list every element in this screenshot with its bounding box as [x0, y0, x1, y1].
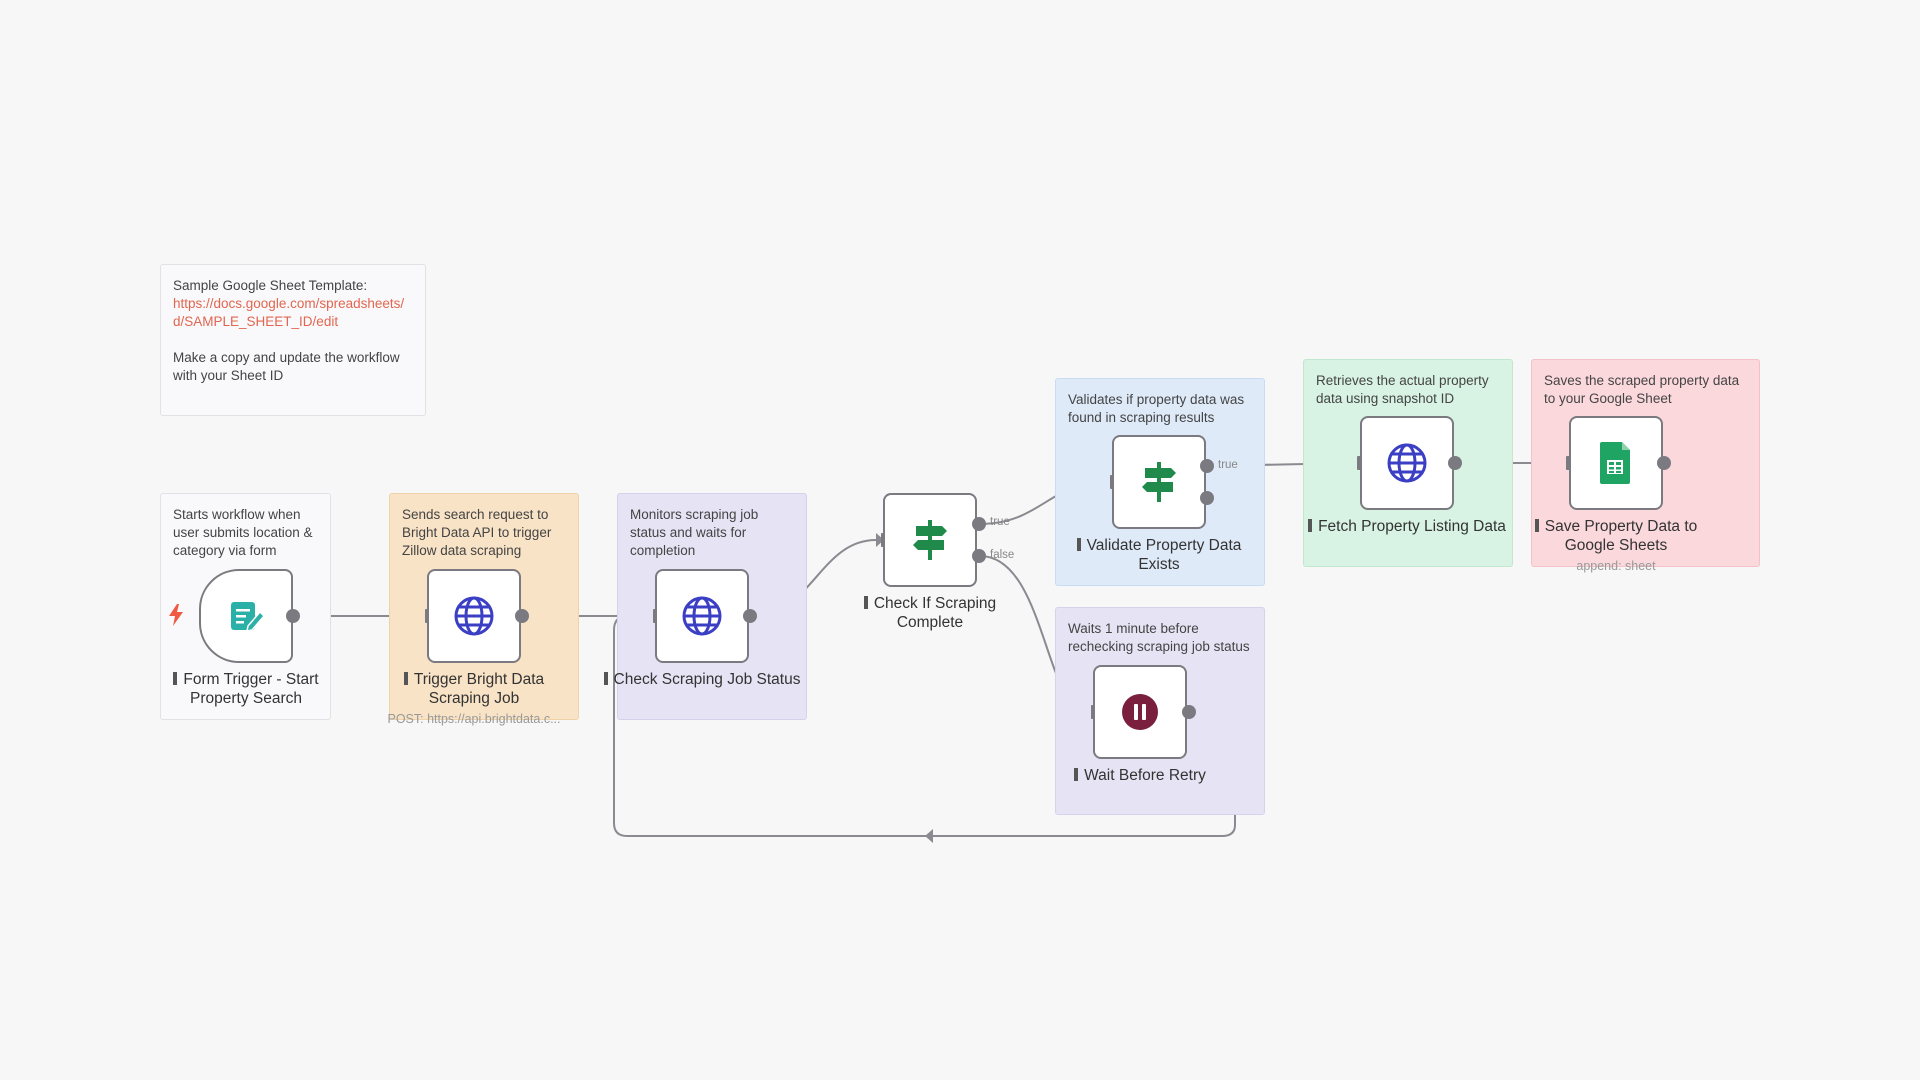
output-port-check-status[interactable] [743, 609, 757, 623]
node-trigger-bright-data[interactable] [427, 569, 521, 663]
label-fetch-text: Fetch Property Listing Data [1318, 518, 1506, 535]
label-trigger-text: Trigger Bright Data Scraping Job [413, 671, 545, 707]
template-note: Make a copy and update the workflow with… [173, 350, 400, 383]
subtitle-trigger-bright-data: POST: https://api.brightdata.c... [387, 712, 561, 726]
label-check-complete-text: Check If Scraping Complete [873, 595, 997, 631]
branch-label-false-complete: false [990, 549, 1015, 561]
branch-label-true-validate: true [1218, 459, 1238, 471]
label-form-trigger: Form Trigger - Start Property Search [146, 670, 346, 708]
label-validate-property-data: Validate Property Data Exists [1059, 536, 1259, 574]
template-link[interactable]: https://docs.google.com/spreadsheets/d/S… [173, 296, 405, 329]
sticky-wait-text: Waits 1 minute before rechecking scrapin… [1068, 621, 1250, 654]
label-wait-before-retry: Wait Before Retry [1040, 766, 1240, 785]
form-icon [231, 602, 266, 632]
label-validate-text: Validate Property Data Exists [1086, 537, 1242, 573]
sticky-note-monitor[interactable]: Monitors scraping job status and waits f… [617, 493, 807, 720]
branch-label-true-complete: true [990, 516, 1010, 528]
node-validate-property-data[interactable] [1112, 435, 1206, 529]
sticky-monitor-text: Monitors scraping job status and waits f… [630, 507, 759, 558]
globe-icon [682, 596, 722, 636]
sticky-form-text: Starts workflow when user submits locati… [173, 507, 313, 558]
node-form-trigger[interactable] [199, 569, 293, 663]
output-port-true-complete[interactable] [972, 517, 986, 531]
sticky-trigger-text: Sends search request to Bright Data API … [402, 507, 552, 558]
template-title: Sample Google Sheet Template: [173, 278, 368, 293]
label-fetch-property-listing: Fetch Property Listing Data [1307, 517, 1507, 536]
output-port-true-validate[interactable] [1200, 459, 1214, 473]
output-port-save[interactable] [1657, 456, 1671, 470]
output-port-wait[interactable] [1182, 705, 1196, 719]
signpost-icon [1142, 462, 1176, 502]
globe-icon [454, 596, 494, 636]
label-check-status-text: Check Scraping Job Status [613, 671, 801, 688]
output-port-false-validate[interactable] [1200, 491, 1214, 505]
output-port-false-complete[interactable] [972, 549, 986, 563]
node-check-scraping-complete[interactable] [883, 493, 977, 587]
sticky-save-text: Saves the scraped property data to your … [1544, 373, 1740, 406]
label-save-text: Save Property Data to Google Sheets [1544, 518, 1698, 554]
sticky-note-fetch[interactable]: Retrieves the actual property data using… [1303, 359, 1513, 567]
arrow-loop-midpoint [925, 829, 933, 843]
sticky-fetch-text: Retrieves the actual property data using… [1316, 373, 1489, 406]
output-port-fetch[interactable] [1448, 456, 1462, 470]
label-trigger-bright-data: Trigger Bright Data Scraping Job [374, 670, 574, 708]
label-check-scraping-status: Check Scraping Job Status [602, 670, 802, 689]
node-fetch-property-listing[interactable] [1360, 416, 1454, 510]
node-check-scraping-status[interactable] [655, 569, 749, 663]
output-port-trigger[interactable] [515, 609, 529, 623]
pause-icon [1122, 694, 1158, 730]
sticky-validate-text: Validates if property data was found in … [1068, 392, 1245, 425]
input-port-save[interactable] [1566, 456, 1571, 470]
input-port-fetch[interactable] [1357, 456, 1362, 470]
node-wait-before-retry[interactable] [1093, 665, 1187, 759]
node-save-google-sheets[interactable] [1569, 416, 1663, 510]
label-wait-text: Wait Before Retry [1084, 767, 1206, 784]
google-sheets-icon [1600, 442, 1630, 484]
subtitle-save-google-sheets: append: sheet [1576, 559, 1656, 573]
globe-icon [1387, 443, 1427, 483]
label-form-trigger-text: Form Trigger - Start Property Search [183, 671, 319, 707]
label-check-scraping-complete: Check If Scraping Complete [830, 594, 1030, 632]
sticky-note-template[interactable]: Sample Google Sheet Template: https://do… [160, 264, 426, 416]
signpost-icon [913, 520, 947, 560]
output-port-form[interactable] [286, 609, 300, 623]
trigger-bolt-icon [169, 604, 183, 626]
label-save-google-sheets: Save Property Data to Google Sheets [1516, 517, 1716, 555]
